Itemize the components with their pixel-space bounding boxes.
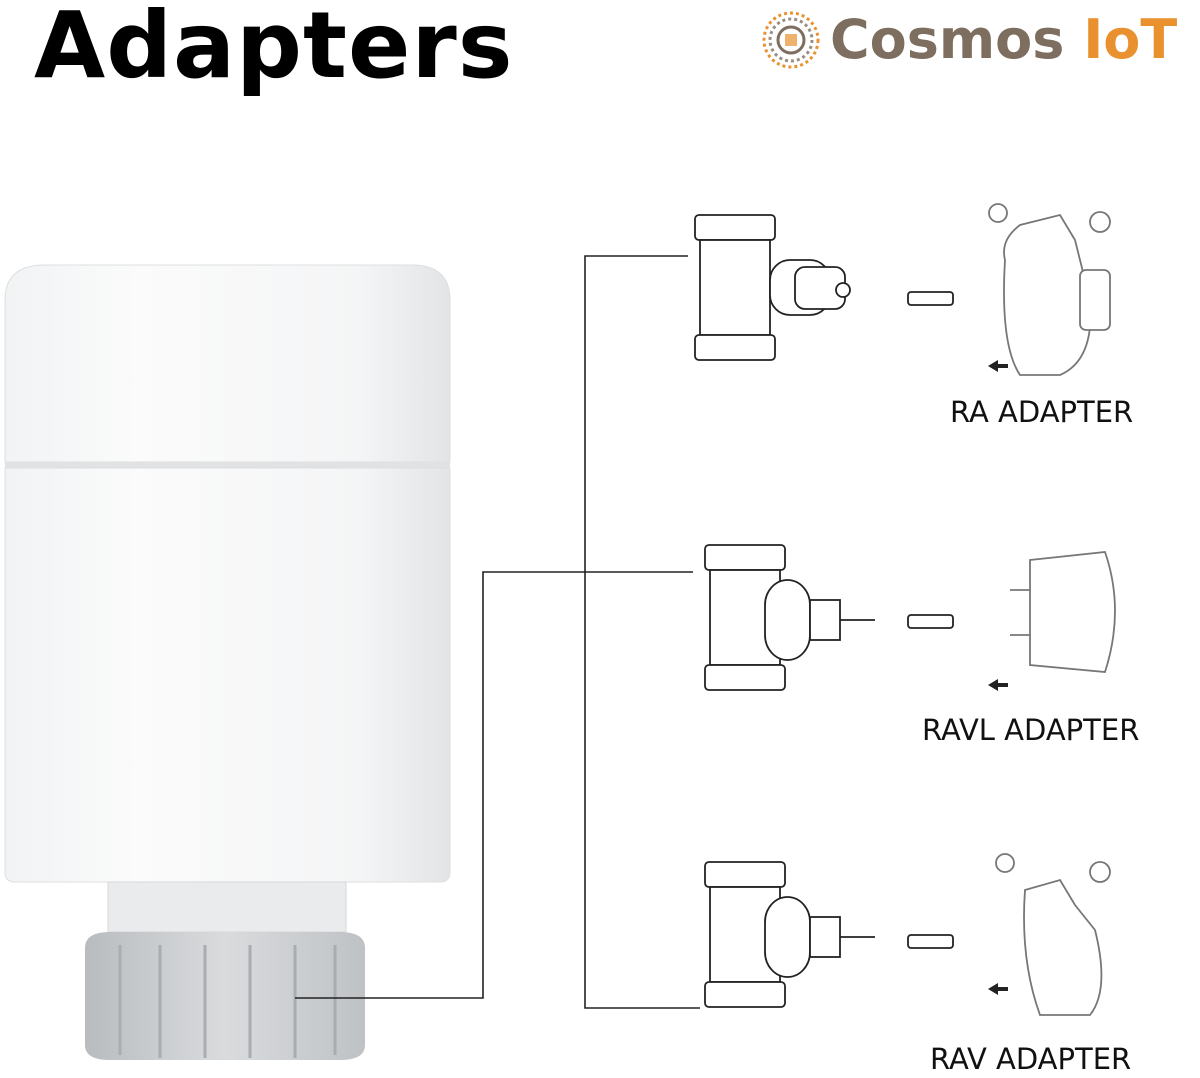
logo-brand-accent: IoT: [1083, 8, 1178, 71]
ravl-adapter-part: [1010, 551, 1116, 673]
rav-pin: [907, 934, 954, 949]
rav-valve: [704, 861, 875, 1008]
ra-adapter-part: [988, 203, 1111, 376]
logo-brand-main: Cosmos: [830, 8, 1065, 71]
page-title: Adapters: [34, 0, 514, 99]
ra-adapter-label: RA ADAPTER: [950, 395, 1134, 429]
brand-logo: Cosmos IoT: [760, 8, 1177, 71]
logo-emblem-icon: [762, 11, 820, 68]
ravl-valve: [704, 544, 875, 691]
thermostat-head: [4, 264, 451, 1060]
rav-adapter-label: RAV ADAPTER: [930, 1042, 1132, 1076]
ra-pin: [907, 291, 954, 306]
connector-lines: [295, 255, 700, 1009]
ravl-adapter-label: RAVL ADAPTER: [922, 713, 1140, 747]
rav-adapter-part: [995, 853, 1111, 1016]
ra-valve: [694, 214, 851, 361]
ravl-pin: [907, 614, 954, 629]
